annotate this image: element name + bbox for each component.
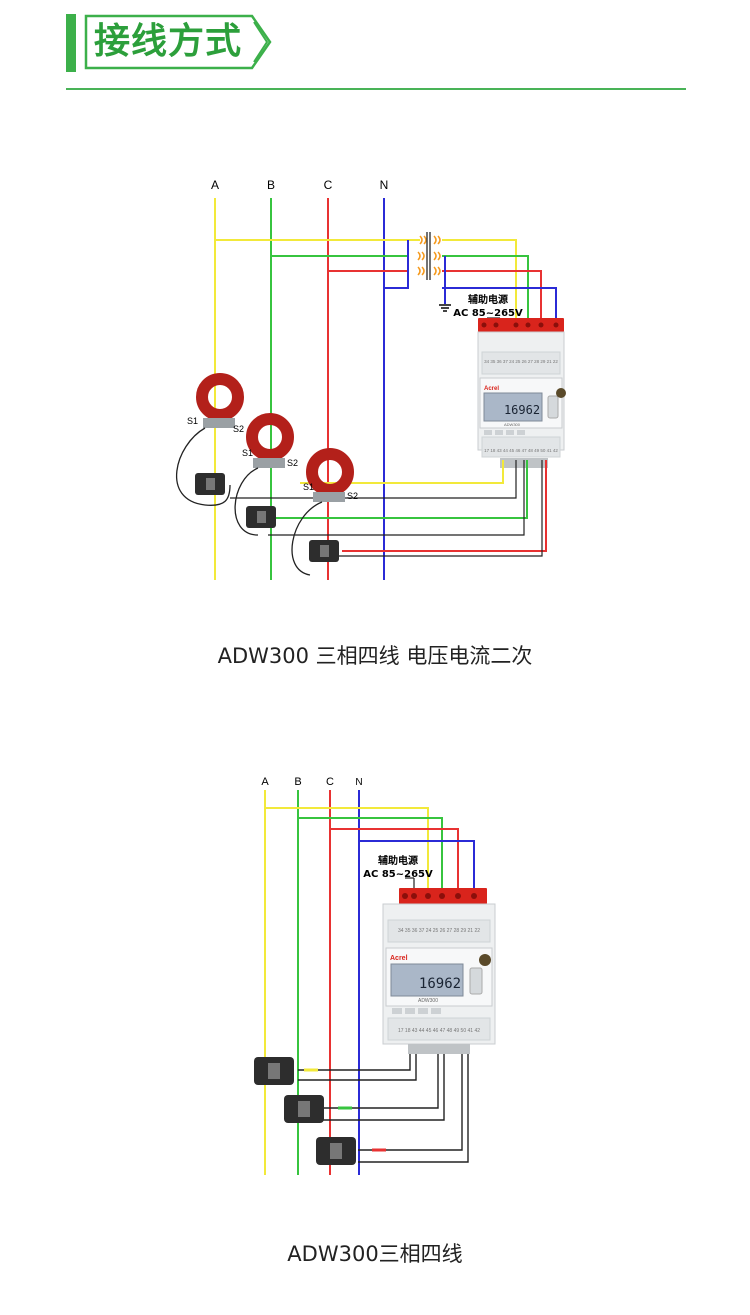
meter-model-label: ADW300: [504, 422, 521, 427]
phase2-label-c: C: [326, 776, 334, 788]
lcd-reading: 16962: [504, 403, 540, 417]
ct-c-s1-label: S1: [303, 482, 314, 492]
phase2-label-a: A: [261, 776, 269, 788]
meter-brand-logo: Acrel: [484, 386, 499, 392]
wiring-diagram-1-svg: A B C N: [176, 178, 566, 580]
wiring-diagram-2-svg: A B C N 辅助电源 AC 85~265V 1 2: [254, 776, 496, 1175]
diagram-1-caption: ADW300 三相四线 电压电流二次: [217, 644, 533, 668]
ct-a-s1-label: S1: [187, 416, 198, 426]
meter-model-label-2: ADW300: [418, 998, 438, 1004]
aux-power-range-2: AC 85~265V: [363, 869, 433, 880]
voltage-taps: [215, 232, 557, 318]
header-accent-bar: [66, 14, 76, 72]
split-ct2-a: [254, 1057, 294, 1085]
phase-label-b: B: [267, 178, 275, 192]
ct-c-s2-label: S2: [347, 491, 358, 501]
split-ct-b: [246, 506, 276, 528]
lcd-reading-2: 16962: [419, 976, 461, 992]
ct-a-s2-label: S2: [233, 424, 244, 434]
meter-device-2: 1 2 11 12 13 14 34 35 36 37 24 25 26 27 …: [382, 888, 496, 1054]
split-ct-loops: [176, 427, 323, 576]
phase2-label-b: B: [294, 776, 301, 788]
split-ct2-b: [284, 1095, 324, 1123]
phase-label-c: C: [324, 178, 333, 192]
voltage-taps-2: [265, 807, 475, 888]
ct-secondary-wiring-2: [298, 1054, 469, 1163]
upper-strip-numbers: 34 35 36 37 24 25 26 27 28 29 21 22: [484, 359, 558, 364]
ct-b-s1-label: S1: [242, 448, 253, 458]
ct-ring-a: S1 S2: [187, 373, 244, 434]
phase-label-n: N: [380, 178, 389, 192]
wiring-diagram-1: A B C N: [0, 0, 750, 668]
ct-ring-b: S1 S2: [242, 413, 298, 468]
split-ct2-c: [316, 1137, 356, 1165]
ct-b-s2-label: S2: [287, 458, 298, 468]
split-ct-a: [195, 473, 225, 495]
ct-ring-c: S1 S2: [303, 448, 358, 502]
phase-label-a: A: [211, 178, 219, 192]
ct-secondary-wiring: [230, 460, 547, 557]
page-title: 接线方式: [94, 21, 243, 62]
meter-brand-logo-2: Acrel: [390, 955, 408, 962]
aux-power-title: 辅助电源: [468, 293, 508, 306]
diagram-2-caption: ADW300三相四线: [287, 1242, 463, 1266]
upper-strip-numbers-2: 34 35 36 37 24 25 26 27 28 29 21 22: [398, 928, 480, 934]
meter-device: 1 2 11 12 13 14 34 35 36 37 24 25 26 27 …: [477, 318, 566, 468]
header-arrow-frame: [84, 14, 272, 70]
phase2-label-n: N: [355, 777, 362, 788]
wiring-diagram-2: A B C N 辅助电源 AC 85~265V 1 2: [0, 760, 750, 1315]
header-divider: [66, 88, 686, 90]
lower-strip-numbers-2: 17 18 43 44 45 46 47 48 49 50 41 42: [398, 1028, 480, 1034]
aux-power-range: AC 85~265V: [453, 308, 523, 319]
split-ct-c: [309, 540, 339, 562]
aux-power-title-2: 辅助电源: [378, 854, 418, 867]
lower-strip-numbers: 17 18 43 44 45 46 47 48 49 50 41 42: [484, 448, 558, 453]
